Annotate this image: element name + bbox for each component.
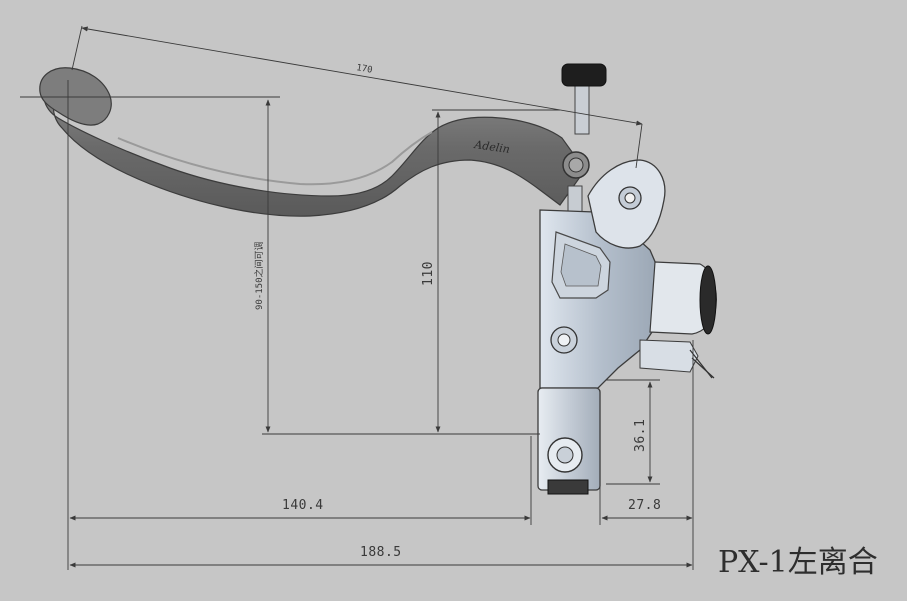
drawing-title: PX-1左离合 [718,545,878,580]
pivot-bolt-inner [624,192,636,204]
lever-highlight [117,131,433,186]
brand-logo: Adelin [473,138,511,156]
clamp-base [547,479,589,495]
clutch-lever: Adelin [39,67,590,217]
dim-170-label: 170 [355,63,373,76]
handlebar-clamp [537,387,601,495]
dimension-annotations [20,25,694,570]
mount-bolt-inner [557,333,571,347]
dim-110-label: 110 [421,261,436,286]
adjuster-knob [561,63,607,87]
adjuster-bolt [567,185,583,215]
dim-140-label: 140.4 [282,498,324,513]
switch-wire-2 [691,357,715,379]
adjuster-stem [574,83,590,135]
body-pocket-inner [560,243,602,287]
dim-170-ext-right [635,123,643,169]
switch-body [639,339,699,373]
dim-188-label: 188.5 [360,545,402,560]
master-body [539,159,717,389]
dim-170-line [81,26,643,126]
lever-tip [39,67,112,126]
dim-reach-label: 90-150之间可调 [253,241,265,310]
dim-36-label: 36.1 [633,419,648,452]
lever-pivot-bolt-inner [568,157,584,173]
lever-blade [42,78,586,217]
clamp-bolt-inner [556,446,574,464]
cable-adjuster-ring [699,265,717,335]
dim-27-label: 27.8 [628,498,661,513]
dim-170-ext-left [71,25,83,71]
